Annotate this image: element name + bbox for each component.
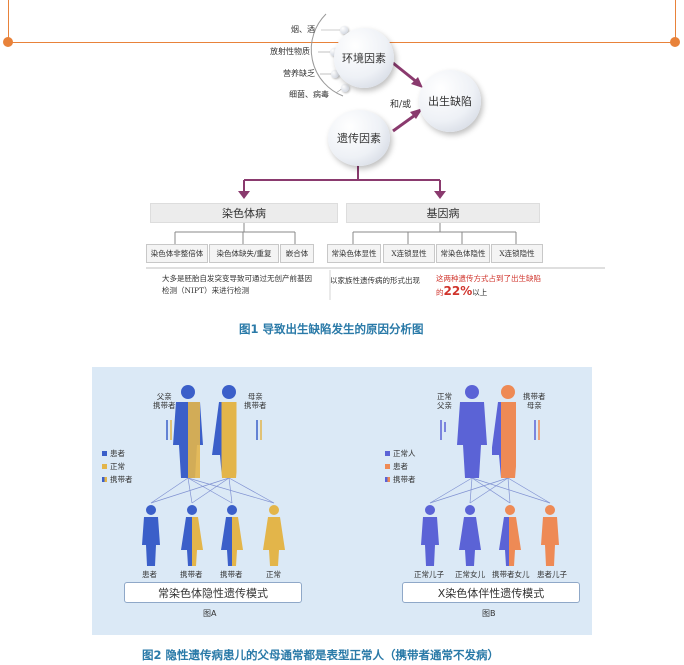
legend-label: 正常 [110, 462, 125, 471]
panel-a-child-2-label: 携带者 [180, 570, 203, 579]
panel-a-child-3-figure [221, 505, 243, 566]
panel-b-legend-patient: 患者 [385, 461, 408, 472]
legend-label: 携带者 [110, 475, 133, 484]
panel-b-father-label: 正常 父亲 [437, 392, 452, 410]
legend-swatch-blue [102, 451, 107, 456]
panel-a-mother-figure [212, 385, 237, 478]
panel-b-child-3-figure [499, 505, 521, 566]
panel-b-mode-text: X染色体伴性遗传模式 [437, 586, 545, 600]
frame-dot-left [3, 37, 13, 47]
panel-a-child-1-figure [142, 505, 160, 566]
panel-a-legend-carrier: 携带者 [102, 474, 133, 485]
figure-1-connectors [146, 13, 605, 300]
box-autosomal-recessive: 常染色体隐性 [436, 244, 490, 263]
environment-factors-bubble: 环境因素 [334, 28, 394, 88]
box-aneuploidy: 染色体非整倍体 [146, 244, 208, 263]
panel-b-child-4-figure [541, 505, 559, 566]
env-factor-3: 营养缺乏 [283, 69, 315, 78]
panel-a-father-label: 父亲 携带者 [153, 392, 176, 410]
panel-b-mode-box: X染色体伴性遗传模式 [402, 582, 580, 603]
panel-b-child-4-label: 患者儿子 [537, 570, 567, 579]
factor-dot-1 [340, 26, 348, 34]
birth-defect-bubble: 出生缺陷 [419, 70, 481, 132]
chromosome-marks [166, 420, 540, 440]
legend-swatch-split [102, 477, 107, 482]
env-factor-2: 放射性物质 [270, 47, 310, 56]
genetic-factors-bubble: 遗传因素 [328, 110, 390, 166]
box-deletion-duplication: 染色体缺失/重复 [209, 244, 279, 263]
environment-factors-label: 环境因素 [342, 52, 386, 65]
panel-a-child-3-label: 携带者 [220, 570, 243, 579]
panel-b-legend-normal: 正常人 [385, 448, 416, 459]
panel-b-legend-carrier: 携带者 [385, 474, 416, 485]
panel-b-fig-label: 图B [482, 609, 496, 618]
box-autosomal-dominant: 常染色体显性 [327, 244, 381, 263]
note-recessive-text-a: 这两种遗传方式占到了出生缺陷的 [436, 274, 541, 297]
panel-a-child-2-figure [181, 505, 203, 566]
legend-label: 患者 [110, 449, 125, 458]
legend-swatch-yellow [102, 464, 107, 469]
and-or-label: 和/或 [390, 100, 412, 110]
note-familial: 以家族性遗传病的形式出现 [330, 276, 420, 285]
panel-a-child-4-figure [263, 505, 285, 566]
gene-disease-header: 基因病 [346, 203, 540, 223]
panel-b-child-3-label: 携带者女儿 [492, 570, 530, 579]
birth-defect-label: 出生缺陷 [428, 95, 472, 108]
genetic-factors-label: 遗传因素 [337, 132, 381, 145]
legend-label: 患者 [393, 462, 408, 471]
env-factor-1: 烟、酒 [291, 25, 315, 34]
note-recessive-percent: 22% [443, 284, 473, 298]
box-mosaic: 嵌合体 [280, 244, 314, 263]
panel-b-child-1-label: 正常儿子 [414, 570, 444, 579]
env-factor-4: 细菌、病毒 [289, 90, 329, 99]
panel-a-mode-text: 常染色体隐性遗传模式 [158, 586, 268, 600]
legend-swatch-orange [385, 464, 390, 469]
box-x-linked-recessive: X连锁隐性 [491, 244, 543, 263]
panel-a-child-4-label: 正常 [266, 570, 281, 579]
panel-a-father-figure [173, 385, 203, 478]
chromosomal-disease-header: 染色体病 [150, 203, 338, 223]
legend-label: 正常人 [393, 449, 416, 458]
panel-b-mother-label: 携带者 母亲 [523, 392, 546, 410]
legend-swatch-blue [385, 451, 390, 456]
panel-a-child-1-label: 患者 [142, 570, 157, 579]
figure-1-caption: 图1 导致出生缺陷发生的原因分析图 [239, 322, 424, 336]
panel-a-mode-box: 常染色体隐性遗传模式 [124, 582, 302, 603]
legend-swatch-split [385, 477, 390, 482]
legend-label: 携带者 [393, 475, 416, 484]
box-x-linked-dominant: X连锁显性 [383, 244, 435, 263]
note-recessive-share: 这两种遗传方式占到了出生缺陷的22%以上 [436, 273, 546, 299]
panel-b-child-2-label: 正常女儿 [455, 570, 485, 579]
frame-top-line [8, 0, 9, 42]
panel-b-father-figure [457, 385, 487, 478]
panel-b-mother-figure [492, 385, 516, 478]
panel-a-legend-normal: 正常 [102, 461, 125, 472]
frame-right-line [675, 0, 676, 42]
panel-b-child-1-figure [421, 505, 439, 566]
panel-b-child-2-figure [459, 505, 481, 566]
factor-dot-4 [341, 84, 349, 92]
note-recessive-text-b: 以上 [472, 288, 488, 297]
panel-a-fig-label: 图A [203, 609, 217, 618]
figure-2-caption: 图2 隐性遗传病患儿的父母通常都是表型正常人（携带者通常不发病） [142, 648, 500, 662]
factor-dot-3 [331, 70, 339, 78]
frame-dot-right [670, 37, 680, 47]
panel-a-mother-label: 母亲 携带者 [244, 392, 267, 410]
note-chromosomal: 大多是胚胎自发突变导致可通过无创产前基因检测（NIPT）来进行检测 [162, 274, 312, 295]
panel-a-legend-patient: 患者 [102, 448, 125, 459]
